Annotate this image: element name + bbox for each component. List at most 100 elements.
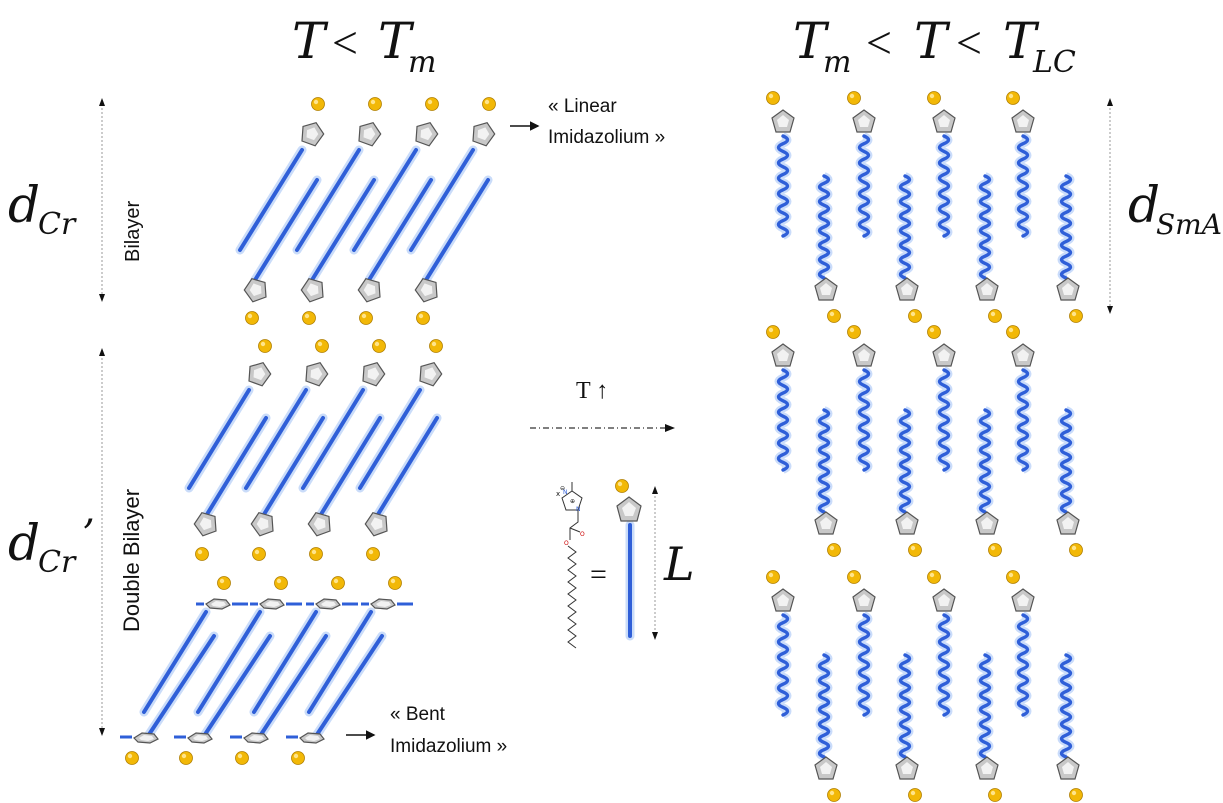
counterion — [125, 751, 139, 765]
header-T: T — [292, 12, 329, 70]
counterion — [366, 547, 380, 561]
svg-text:O: O — [564, 540, 569, 547]
dCr-prime-label: d Cr ’ — [8, 512, 95, 580]
right-header: T m < T < T LC — [793, 12, 1076, 80]
imidazolium-ring — [362, 362, 386, 387]
imidazolium-ring — [193, 512, 217, 537]
imidazolium-ring — [414, 278, 438, 303]
alkyl-chain — [304, 607, 376, 717]
molten-alkyl-chain — [896, 172, 914, 282]
imidazolium-ring — [975, 277, 999, 301]
alkyl-chain — [292, 145, 364, 255]
counterion — [1006, 325, 1020, 339]
counterion — [827, 788, 841, 802]
alkyl-chain — [143, 631, 219, 741]
imidazolium-ring — [415, 122, 439, 147]
double-bilayer-structure — [184, 339, 443, 561]
dSmA-sub: SmA — [1156, 208, 1222, 241]
dCr-sub: Cr — [38, 207, 77, 242]
alkyl-chain — [307, 175, 379, 285]
counterion — [252, 547, 266, 561]
molten-alkyl-chain — [1014, 132, 1032, 240]
molten-alkyl-chain — [774, 366, 792, 474]
alkyl-chain — [184, 385, 254, 493]
molten-alkyl-chain — [935, 366, 953, 474]
linear-label-line2: Imidazolium » — [548, 127, 665, 148]
counterion — [291, 751, 305, 765]
alkyl-chain — [421, 175, 493, 285]
bent-imidazolium-ring — [315, 598, 341, 610]
svg-text:⊖: ⊖ — [560, 485, 565, 492]
molten-alkyl-chain — [815, 172, 833, 282]
counterion — [311, 97, 325, 111]
alkyl-chain — [298, 385, 368, 493]
imidazolium-ring — [1056, 756, 1080, 780]
molten-alkyl-chain — [1014, 611, 1032, 719]
header-lt: < — [332, 17, 358, 68]
counterion — [847, 325, 861, 339]
imidazolium-ring — [301, 122, 325, 147]
molten-alkyl-chain — [1057, 651, 1075, 761]
header-Tm-sub: m — [408, 45, 436, 80]
counterion — [425, 97, 439, 111]
counterion — [766, 325, 780, 339]
legend-molecule-rod — [615, 479, 642, 641]
counterion — [927, 91, 941, 105]
imidazolium-ring — [1011, 588, 1035, 612]
molecule-legend: x ⊖ ⊕ N N O O = L — [556, 479, 695, 649]
bilayer-dimension-arrow — [99, 98, 105, 302]
counterion — [315, 339, 329, 353]
bilayer-label: Bilayer — [122, 201, 144, 262]
counterion — [766, 91, 780, 105]
dCr-base: d — [8, 176, 40, 234]
imidazolium-ring — [814, 277, 838, 301]
imidazolium-ring — [771, 343, 795, 367]
imidazolium-ring — [852, 343, 876, 367]
counterion — [908, 309, 922, 323]
molten-alkyl-chain — [976, 651, 994, 761]
counterion — [827, 309, 841, 323]
counterion — [847, 91, 861, 105]
alkyl-chain — [258, 413, 328, 521]
alkyl-chain — [241, 385, 311, 493]
counterion — [429, 339, 443, 353]
header-Tm: T — [793, 12, 830, 70]
imidazolium-ring — [250, 512, 274, 537]
imidazolium-ring — [357, 278, 381, 303]
double-bilayer-dimension-arrow — [99, 348, 105, 736]
counterion — [359, 311, 373, 325]
counterion — [1006, 570, 1020, 584]
bent-imidazolium-ring — [299, 732, 325, 744]
counterion — [179, 751, 193, 765]
imidazolium-ring — [932, 588, 956, 612]
bent-imidazolium-ring — [370, 598, 396, 610]
imidazolium-ring — [419, 362, 443, 387]
temperature-transition: T ↑ — [530, 378, 675, 432]
imidazolium-ring — [472, 122, 496, 147]
alkyl-chain — [199, 631, 275, 741]
bent-imidazolium-ring — [243, 732, 269, 744]
counterion — [372, 339, 386, 353]
counterion — [245, 311, 259, 325]
counterion — [195, 547, 209, 561]
imidazolium-ring — [243, 278, 267, 303]
imidazolium-ring — [307, 512, 331, 537]
header-TLC-sub: LC — [1032, 45, 1076, 80]
molten-alkyl-chain — [976, 406, 994, 516]
bent-label-line1: « Bent — [390, 704, 446, 725]
alkyl-chain — [355, 385, 425, 493]
molten-alkyl-chain — [1057, 172, 1075, 282]
imidazolium-ring — [814, 511, 838, 535]
imidazolium-ring — [932, 109, 956, 133]
molten-alkyl-chain — [774, 611, 792, 719]
molten-alkyl-chain — [855, 366, 873, 474]
svg-text:N: N — [576, 506, 581, 513]
counterion — [1006, 91, 1020, 105]
counterion — [1069, 543, 1083, 557]
imidazolium-ring — [895, 277, 919, 301]
alkyl-chain — [406, 145, 478, 255]
svg-text:⊕: ⊕ — [570, 498, 575, 505]
alkyl-chain — [372, 413, 442, 521]
header-lt1: < — [866, 17, 892, 68]
bent-bilayer-structure — [120, 576, 413, 765]
